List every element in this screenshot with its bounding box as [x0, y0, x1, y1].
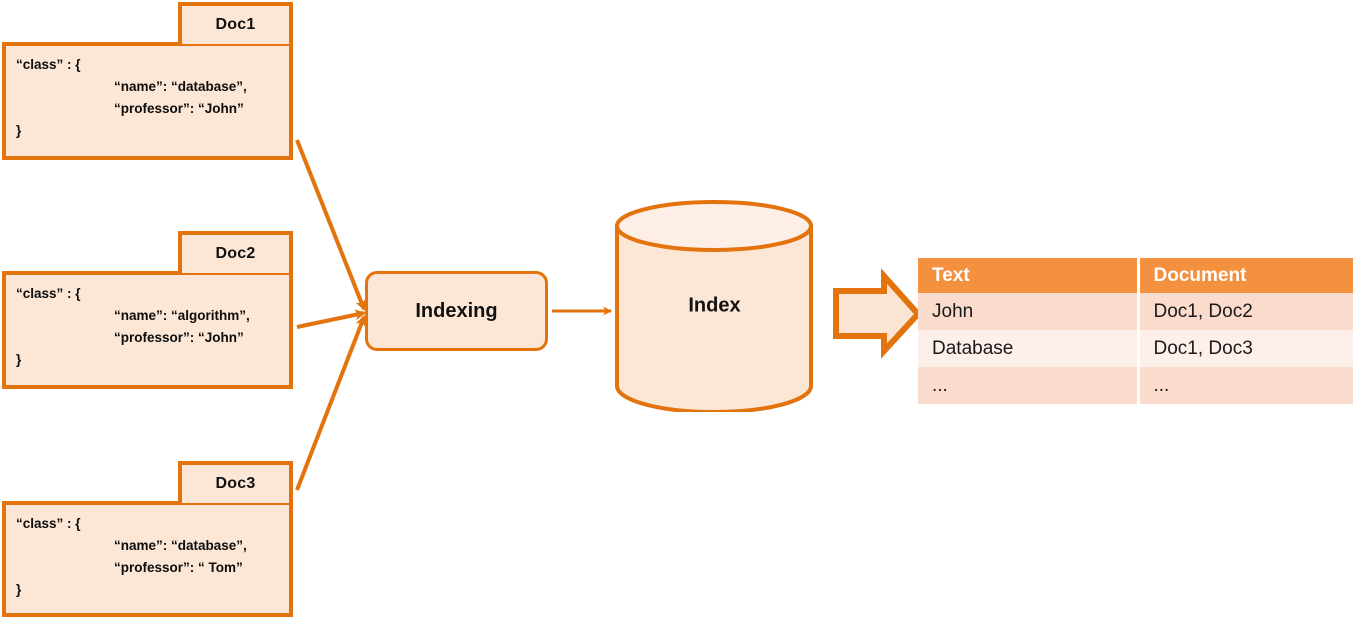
doc-json-line: “class” : { [16, 57, 81, 72]
doc-body-doc1: “class” : { “name”: “database”, “profess… [2, 42, 293, 160]
doc-json-line: “name”: “algorithm”, [114, 308, 250, 323]
table-header-row: Text Document [918, 258, 1353, 293]
doc-json-line: } [16, 582, 22, 597]
doc-json-line: “class” : { [16, 286, 81, 301]
doc-tab-doc3: Doc3 [178, 461, 293, 503]
doc-json-line: “name”: “database”, [114, 79, 247, 94]
cell-document: ... [1138, 367, 1353, 404]
arrow-doc2-to-indexing [296, 309, 366, 329]
table-row[interactable]: Database Doc1, Doc3 [918, 330, 1353, 367]
database-cylinder-icon [615, 200, 813, 414]
doc-tab-label: Doc3 [215, 475, 256, 492]
indexing-label: Indexing [415, 299, 498, 322]
doc-json-doc2: “class” : { “name”: “algorithm”, “profes… [16, 283, 281, 371]
index-store-label: Index [688, 294, 741, 317]
cell-text: John [918, 293, 1140, 330]
doc-json-line: “professor”: “John” [114, 330, 244, 345]
index-store-cylinder[interactable]: Index [612, 200, 817, 414]
column-header-document: Document [1138, 258, 1353, 293]
table-row[interactable]: John Doc1, Doc2 [918, 293, 1353, 330]
doc-json-line: } [16, 352, 22, 367]
doc-body-doc3: “class” : { “name”: “database”, “profess… [2, 501, 293, 617]
table-row[interactable]: ... ... [918, 367, 1353, 404]
doc-json-doc1: “class” : { “name”: “database”, “profess… [16, 54, 281, 142]
cell-text: ... [918, 367, 1140, 404]
doc-json-line: “professor”: “John” [114, 101, 244, 116]
doc-json-line: } [16, 123, 22, 138]
doc-body-doc2: “class” : { “name”: “algorithm”, “profes… [2, 271, 293, 389]
doc-tab-label: Doc1 [215, 16, 256, 33]
cell-document: Doc1, Doc2 [1138, 293, 1353, 330]
cell-text: Database [918, 330, 1140, 367]
arrow-doc3-to-indexing [295, 315, 366, 491]
doc-tab-doc2: Doc2 [178, 231, 293, 273]
doc-json-doc3: “class” : { “name”: “database”, “profess… [16, 513, 281, 601]
doc-tab-doc1: Doc1 [178, 2, 293, 44]
cell-document: Doc1, Doc3 [1138, 330, 1353, 367]
doc-tab-label: Doc2 [215, 245, 256, 262]
inverted-index-table[interactable]: Text Document John Doc1, Doc2 Database D… [918, 258, 1353, 404]
arrow-doc1-to-indexing [295, 139, 366, 311]
doc-json-line: “name”: “database”, [114, 538, 247, 553]
indexing-process-box[interactable]: Indexing [365, 271, 548, 351]
doc-json-line: “class” : { [16, 516, 81, 531]
column-header-text: Text [918, 258, 1140, 293]
doc-json-line: “professor”: “ Tom” [114, 560, 243, 575]
block-arrow-right-icon [833, 268, 923, 359]
